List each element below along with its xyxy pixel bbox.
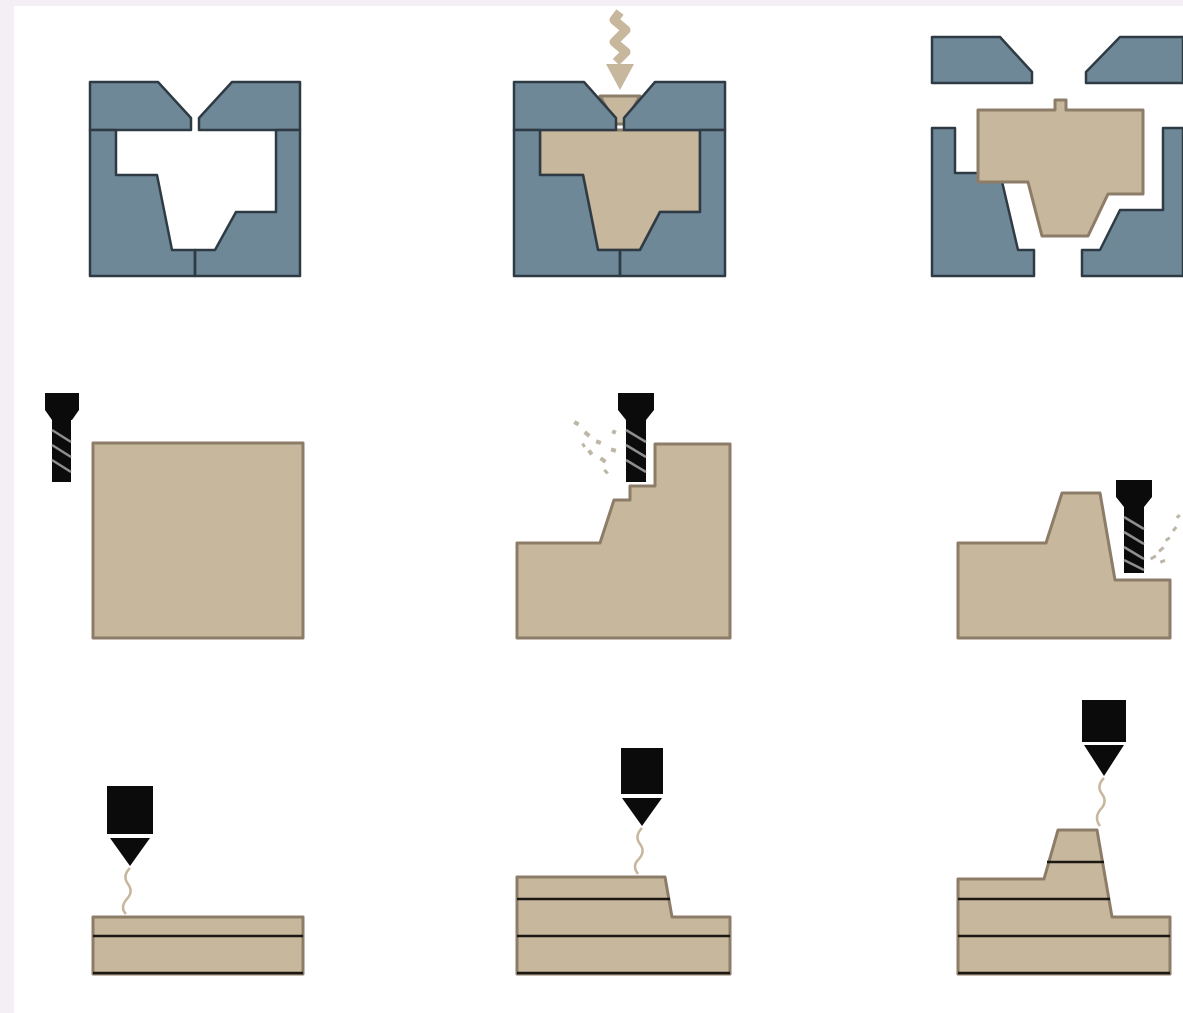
row-milling-finished-shape [956, 480, 1181, 640]
end-mill-icon [1116, 480, 1152, 573]
mold-top-right-half [622, 80, 727, 132]
raw-material-block [91, 441, 305, 640]
row-additive-middle-layers [515, 748, 732, 976]
chip-particles [1149, 513, 1181, 564]
milled-profile [956, 491, 1172, 640]
row-milling-first-cut [515, 393, 732, 640]
printed-part-complete [956, 828, 1172, 976]
mold-top-right-half-opened [1084, 35, 1183, 85]
mold-top-right-half [197, 80, 302, 132]
row-milling-raw-block [45, 393, 305, 640]
partially-milled-block [515, 442, 732, 640]
end-mill-icon [45, 393, 79, 482]
mold-bottom-right-half [618, 128, 727, 278]
printed-base-layers [91, 915, 305, 976]
row-molding-ejected-part [930, 35, 1183, 278]
molded-part [976, 98, 1145, 238]
mold-bottom-right-half [193, 128, 302, 278]
downward-arrow-icon [606, 9, 634, 90]
row-additive-finished-shape [956, 700, 1172, 976]
row-molding-empty-mold [88, 80, 302, 278]
printed-part-in-progress [515, 875, 732, 976]
mold-top-left-half [88, 80, 193, 132]
print-nozzle-icon [621, 748, 663, 875]
print-nozzle-icon [1082, 700, 1126, 827]
mold-bottom-left-half [512, 128, 622, 278]
mold-bottom-left-half-opened [930, 126, 1036, 278]
print-nozzle-icon [107, 786, 153, 915]
mold-bottom-left-half [88, 128, 197, 278]
row-molding-filling-mold [512, 9, 727, 278]
end-mill-icon [618, 393, 654, 482]
mold-bottom-right-half-opened [1080, 126, 1183, 278]
chip-particles [573, 420, 617, 475]
mold-top-left-half [512, 80, 618, 132]
mold-top-left-half-opened [930, 35, 1034, 85]
row-additive-first-layer [91, 786, 305, 976]
